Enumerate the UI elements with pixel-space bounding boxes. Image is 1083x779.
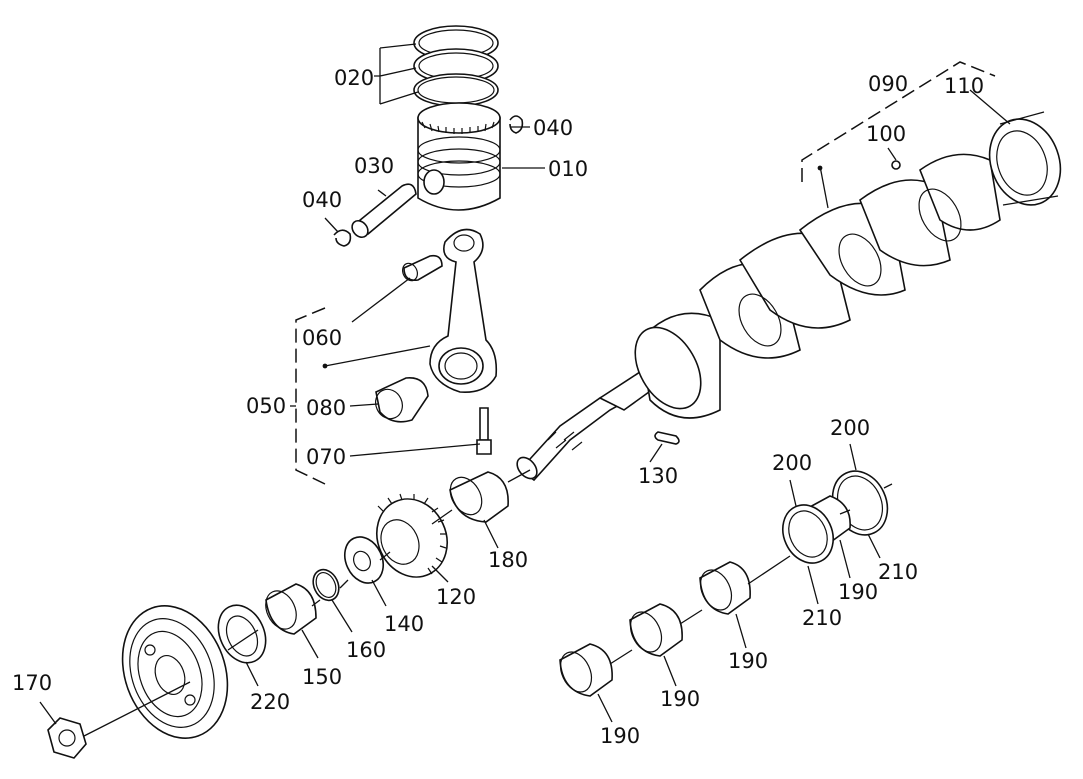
callout-190-bearing-2[interactable]: 190 (728, 649, 769, 673)
woodruff-key (654, 431, 680, 445)
small-end-bushing (402, 254, 443, 282)
callout-010-piston[interactable]: 010 (548, 157, 589, 181)
connecting-rod (429, 228, 498, 393)
callout-020-piston-rings[interactable]: 020 (334, 66, 375, 90)
crank-gear (376, 493, 448, 578)
callout-160-o-ring[interactable]: 160 (346, 638, 387, 662)
callout-090-crankshaft[interactable]: 090 (868, 72, 909, 96)
callout-190-bearing-3[interactable]: 190 (660, 687, 701, 711)
pulley-nut (47, 717, 87, 759)
callout-200-thrust-washer-lower[interactable]: 200 (772, 451, 813, 475)
piston (417, 102, 501, 211)
callout-040-snap-ring-left[interactable]: 040 (302, 188, 343, 212)
crank-pulley (121, 605, 229, 739)
leader-lines (39, 43, 1011, 725)
callout-030-piston-pin[interactable]: 030 (354, 154, 395, 178)
collar-150 (265, 583, 317, 635)
callout-190-bearing-4[interactable]: 190 (600, 724, 641, 748)
snap-ring-right (509, 115, 524, 134)
bracket-090 (801, 61, 996, 182)
callout-050-connecting-rod[interactable]: 050 (246, 394, 287, 418)
callout-140-washer[interactable]: 140 (384, 612, 425, 636)
callout-210-thrust-washer-upper[interactable]: 210 (878, 560, 919, 584)
o-ring (312, 568, 340, 602)
callout-170-nut[interactable]: 170 (12, 671, 53, 695)
piston-pin (351, 183, 417, 239)
callout-190-bearing-flanged[interactable]: 190 (838, 580, 879, 604)
collar-180 (449, 471, 509, 523)
crankshaft (516, 153, 1001, 482)
bracket-050 (295, 307, 326, 485)
callout-040-snap-ring-right[interactable]: 040 (533, 116, 574, 140)
piston-rings (413, 25, 499, 107)
rod-bearing (375, 377, 429, 423)
callout-200-thrust-washer-upper[interactable]: 200 (830, 416, 871, 440)
callout-150-collar[interactable]: 150 (302, 665, 343, 689)
snap-ring-left (333, 229, 352, 247)
callout-220-oil-seal[interactable]: 220 (250, 690, 291, 714)
callout-130-key[interactable]: 130 (638, 464, 679, 488)
callout-110-oil-seal[interactable]: 110 (944, 74, 985, 98)
rear-assembly-axis (609, 483, 893, 665)
rod-bolt (476, 407, 492, 455)
callout-180-collar[interactable]: 180 (488, 548, 529, 572)
thrust-washer-set (782, 470, 889, 564)
callout-060-bushing[interactable]: 060 (302, 326, 343, 350)
thrust-washer (343, 536, 385, 584)
callout-100-plug[interactable]: 100 (866, 122, 907, 146)
callout-120-gear[interactable]: 120 (436, 585, 477, 609)
callout-210-thrust-washer-lower[interactable]: 210 (802, 606, 843, 630)
front-assembly-axis (83, 469, 531, 737)
main-bearing-set (559, 561, 751, 697)
callout-070-rod-bolt[interactable]: 070 (306, 445, 347, 469)
callout-080-rod-bearing[interactable]: 080 (306, 396, 347, 420)
